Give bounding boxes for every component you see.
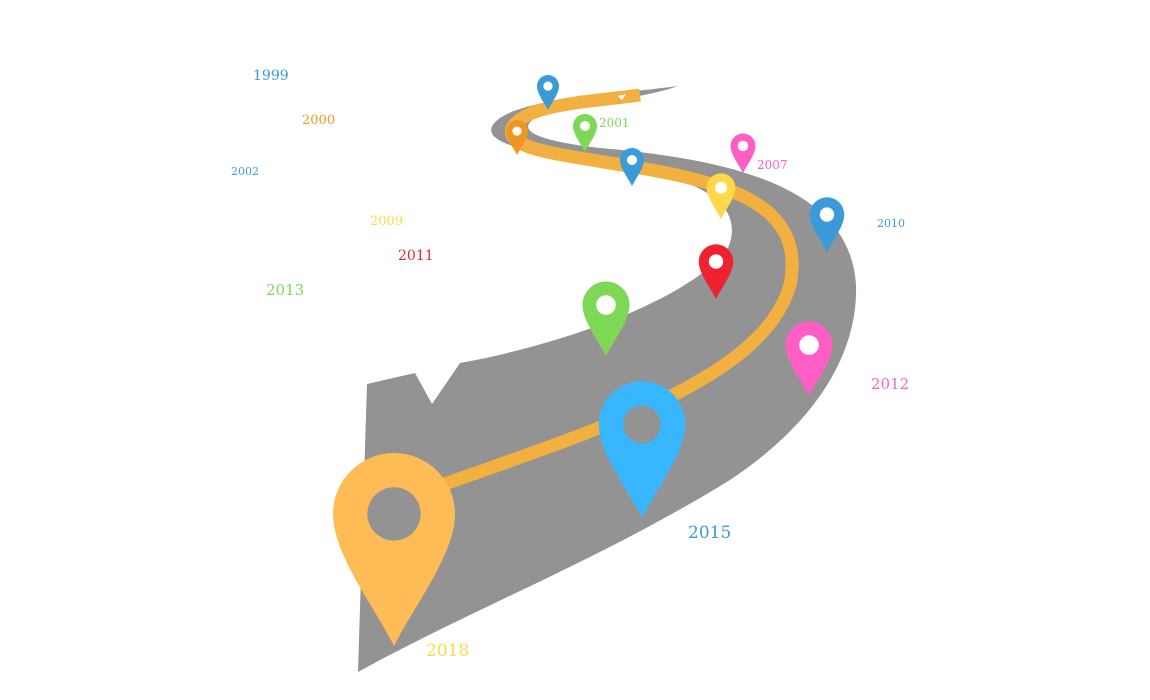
year-label-2013: 2013 xyxy=(266,281,305,299)
map-pin-icon-2002 xyxy=(620,148,644,186)
map-pin-icon-2015 xyxy=(598,381,686,518)
map-pin-icon-2013 xyxy=(582,281,630,356)
map-pin-icon-2011 xyxy=(698,244,734,299)
year-label-2018: 2018 xyxy=(426,641,470,661)
year-label-2012: 2012 xyxy=(871,375,910,393)
map-pin-icon-1999 xyxy=(536,75,560,110)
year-label-2011: 2011 xyxy=(398,248,434,264)
year-label-1999: 1999 xyxy=(253,68,289,84)
year-label-2009: 2009 xyxy=(370,214,404,229)
map-pin-icon-2018 xyxy=(333,452,455,646)
year-label-2010: 2010 xyxy=(877,217,905,230)
road-notch xyxy=(618,94,626,100)
pins-layer xyxy=(333,75,845,646)
map-pin-icon-2012 xyxy=(785,321,833,396)
year-label-2007: 2007 xyxy=(757,158,788,172)
map-pin-icon-2001 xyxy=(573,114,597,152)
year-label-2000: 2000 xyxy=(302,113,336,128)
road-caption-fragment: kshop to xyxy=(533,163,583,178)
map-pin-icon-2010 xyxy=(809,197,845,252)
road xyxy=(358,86,857,672)
year-label-2002: 2002 xyxy=(231,165,259,178)
map-pin-icon-2000 xyxy=(505,120,529,155)
year-label-2001: 2001 xyxy=(599,116,630,130)
year-label-2015: 2015 xyxy=(688,523,732,543)
map-pin-icon-2007 xyxy=(730,133,756,173)
map-pin-icon-2009 xyxy=(706,173,736,219)
